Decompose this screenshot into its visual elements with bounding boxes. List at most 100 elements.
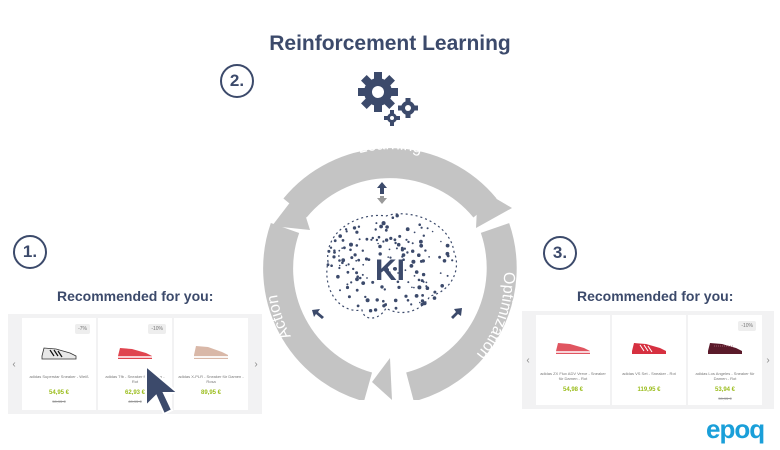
brain-node xyxy=(406,299,410,302)
brain-node xyxy=(397,285,401,289)
brain-node xyxy=(370,238,373,241)
product-old-price: 59,95 € xyxy=(718,396,732,401)
brain-node xyxy=(333,239,337,243)
right-recommendation-carousel: ‹ › adidas ZX Flux ADV Verve - Sneaker f… xyxy=(522,311,774,409)
step-3-badge: 3. xyxy=(543,236,577,270)
brain-node xyxy=(446,254,450,258)
brain-node xyxy=(332,255,336,259)
brain-node xyxy=(382,299,385,303)
learning-cycle-diagram: Learning Action Optimization KI xyxy=(263,136,517,400)
ring-segment-optimization xyxy=(405,223,517,400)
brain-node xyxy=(396,280,400,284)
shoe-image xyxy=(194,346,228,359)
discount-badge: -10% xyxy=(738,321,756,331)
brain-node xyxy=(395,214,399,218)
brain-node xyxy=(421,272,426,277)
brain-node xyxy=(413,286,415,289)
mouse-cursor-icon xyxy=(145,364,181,416)
product-name: adidas VS Set - Sneaker - Rot xyxy=(622,371,676,376)
product-price: 54,95 € xyxy=(48,390,70,396)
brain-node xyxy=(338,255,340,257)
brain-node xyxy=(338,234,342,238)
brain-node xyxy=(356,275,359,278)
product-card[interactable]: adidas VS Set - Sneaker - Rot 119,95 € xyxy=(612,315,686,405)
product-card[interactable]: -10% adidas Los Angeles - Sneaker für Da… xyxy=(688,315,762,405)
left-carousel-next-button[interactable]: › xyxy=(254,358,258,370)
brain-node xyxy=(333,249,336,252)
brain-node xyxy=(344,228,348,231)
shoe-image xyxy=(118,348,152,359)
brain-node xyxy=(405,238,408,241)
brain-node xyxy=(424,249,427,252)
right-carousel-next-button[interactable]: › xyxy=(766,354,770,366)
brain-node xyxy=(438,255,441,259)
brain-node xyxy=(419,259,423,263)
shoe-image xyxy=(41,347,77,360)
brain-node xyxy=(366,277,368,279)
brain-node xyxy=(361,249,364,252)
left-carousel-prev-button[interactable]: ‹ xyxy=(12,358,16,370)
brain-node xyxy=(355,277,359,282)
brain-node xyxy=(394,306,398,310)
brain-node xyxy=(420,226,423,229)
ring-segment-action xyxy=(263,223,373,400)
product-price: 119,95 € xyxy=(637,387,661,393)
brain-node xyxy=(411,249,415,253)
right-recommended-heading: Recommended for you: xyxy=(577,288,734,304)
brain-node xyxy=(375,238,379,242)
brain-node xyxy=(355,244,359,247)
product-old-price: 59,95 € xyxy=(52,399,66,404)
brain-node xyxy=(446,274,449,277)
brain-node xyxy=(407,240,410,244)
brain-node xyxy=(341,258,346,263)
brain-node xyxy=(417,278,421,282)
brain-node xyxy=(383,288,386,291)
left-recommended-heading: Recommended for you: xyxy=(57,288,214,304)
brain-node xyxy=(451,259,454,262)
brain-node xyxy=(422,234,425,237)
brain-node xyxy=(338,249,341,252)
brain-node xyxy=(410,264,413,266)
brain-node xyxy=(417,253,421,257)
brain-node xyxy=(389,256,392,259)
brain-node xyxy=(365,237,369,241)
brain-node xyxy=(349,248,352,252)
brain-node xyxy=(407,281,410,284)
ring-segment-learning xyxy=(283,148,497,218)
product-card[interactable]: adidas X-PLR - Sneaker für Damen - Rosa … xyxy=(174,318,248,410)
brain-node xyxy=(355,259,358,262)
brain-node xyxy=(326,263,330,267)
brain-node xyxy=(381,221,386,225)
brain-node xyxy=(356,304,360,308)
brain-node xyxy=(327,249,331,253)
brain-node xyxy=(396,242,401,247)
brain-node xyxy=(378,244,382,249)
brain-node xyxy=(338,259,341,262)
brain-node xyxy=(400,246,404,250)
brain-node xyxy=(419,243,424,248)
brain-node xyxy=(404,294,408,298)
brain-node xyxy=(414,294,419,298)
brain-node xyxy=(403,247,406,250)
brain-node xyxy=(377,265,380,269)
brain-node xyxy=(345,285,350,290)
brain-node xyxy=(387,256,389,258)
brain-node xyxy=(352,226,357,230)
brain-node xyxy=(393,298,398,303)
brain-node xyxy=(410,303,413,306)
epoq-logo: epoq xyxy=(706,414,765,444)
brain-node xyxy=(398,234,402,238)
brain-node xyxy=(388,248,391,251)
product-card[interactable]: -7% adidas Superstar Sneaker - Weiß 54,9… xyxy=(22,318,96,410)
brain-node xyxy=(377,242,379,245)
brain-node xyxy=(338,266,341,270)
brain-node xyxy=(420,302,424,306)
brain-node xyxy=(417,285,422,290)
brain-node xyxy=(433,290,437,294)
right-carousel-prev-button[interactable]: ‹ xyxy=(526,354,530,366)
brain-node xyxy=(361,273,364,276)
product-card[interactable]: adidas ZX Flux ADV Verve - Sneaker für D… xyxy=(536,315,610,405)
product-price: 89,95 € xyxy=(200,390,222,396)
arrow-action-icon xyxy=(312,309,324,319)
brain-node xyxy=(373,308,378,312)
